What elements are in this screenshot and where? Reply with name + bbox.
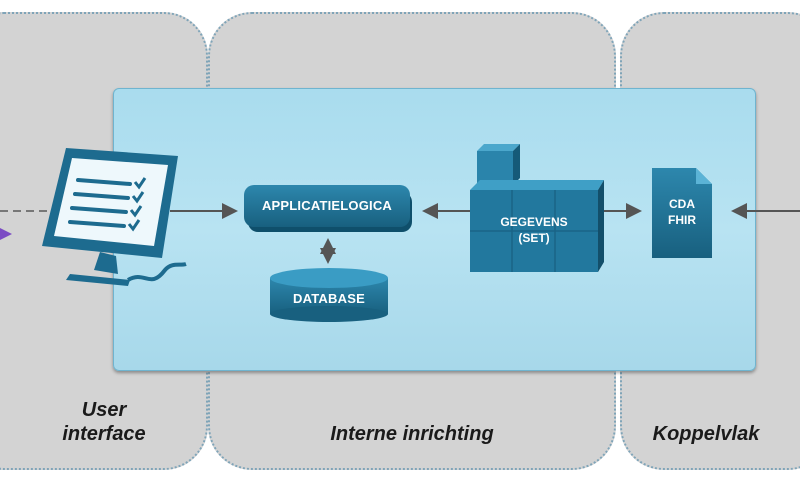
gegevens-label-line2: (SET) xyxy=(518,231,550,245)
purple-arrow-icon xyxy=(0,228,12,240)
database-cylinder xyxy=(270,268,388,322)
document-label-line2: FHIR xyxy=(668,213,696,227)
applicatielogica-box xyxy=(244,185,410,227)
koppelvlak-label: Koppelvlak xyxy=(652,423,760,445)
gegevens-label-line1: GEGEVENS xyxy=(500,215,568,229)
applicatielogica-label: APPLICATIELOGICA xyxy=(261,198,393,213)
monitor-icon xyxy=(42,148,187,286)
user-interface-label-line2: interface xyxy=(62,423,146,445)
document-label-line1: CDA xyxy=(669,197,695,211)
gegevens-label: GEGEVENS (SET) xyxy=(470,214,598,246)
interne-inrichting-label: Interne inrichting xyxy=(330,423,494,445)
user-interface-label: User interface xyxy=(2,398,206,446)
database-label: DATABASE xyxy=(293,291,365,306)
document-label: CDA FHIR xyxy=(652,196,712,228)
document-icon xyxy=(652,168,712,258)
user-interface-label-line1: User xyxy=(81,399,127,421)
system-boundary-box xyxy=(113,88,756,371)
gegevens-cube-stack xyxy=(470,144,604,272)
